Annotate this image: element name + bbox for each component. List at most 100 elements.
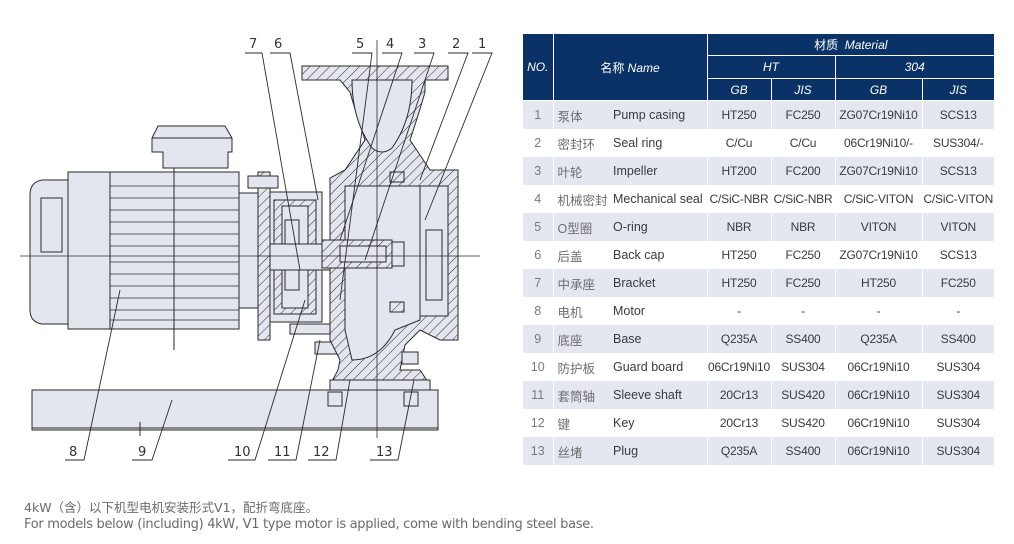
- part-name-cn: 叶轮: [553, 157, 613, 185]
- ht-jis-material: C/Cu: [771, 129, 836, 157]
- ss304-gb-material: 06Cr19Ni10: [835, 381, 923, 409]
- part-name-cn: 键: [553, 409, 613, 437]
- callout-9: 9: [138, 445, 146, 460]
- ss304-gb-material: ZG07Cr19Ni10: [835, 241, 923, 269]
- part-name-cn: 电机: [553, 297, 613, 325]
- ht-gb-material: -: [707, 297, 772, 325]
- motor: [29, 125, 260, 350]
- part-name-en: Seal ring: [613, 129, 708, 157]
- ht-jis-material: -: [771, 297, 836, 325]
- row-number: 3: [523, 157, 554, 185]
- header-304-gb: GB: [835, 78, 923, 101]
- header-name-en: Name: [627, 60, 660, 75]
- header-ht-gb: GB: [707, 78, 772, 101]
- ss304-gb-material: C/SiC-VITON: [835, 185, 923, 213]
- part-name-cn: O型圈: [553, 213, 613, 241]
- ht-gb-material: HT200: [707, 157, 772, 185]
- callout-8: 8: [69, 445, 77, 460]
- callout-12: 12: [313, 445, 330, 460]
- ht-jis-material: SUS420: [771, 409, 836, 437]
- part-name-cn: 防护板: [553, 353, 613, 381]
- ht-gb-material: NBR: [707, 213, 772, 241]
- ss304-gb-material: Q235A: [835, 325, 923, 353]
- part-name-en: Impeller: [613, 157, 708, 185]
- header-material-cn: 材质: [814, 38, 839, 52]
- part-name-en: O-ring: [613, 213, 708, 241]
- header-no: NO.: [523, 34, 554, 101]
- part-name-cn: 密封环: [553, 129, 613, 157]
- part-name-en: Pump casing: [613, 100, 708, 129]
- callout-10: 10: [234, 445, 251, 460]
- ht-jis-material: FC250: [771, 269, 836, 297]
- part-name-cn: 中承座: [553, 269, 613, 297]
- callout-2: 2: [452, 37, 460, 52]
- note-chinese: 4kW（含）以下机型电机安装形式V1，配折弯底座。: [24, 500, 319, 515]
- ss304-jis-material: SCS13: [922, 241, 994, 269]
- ss304-jis-material: SUS304: [922, 353, 994, 381]
- ss304-gb-material: 06Cr19Ni10: [835, 437, 923, 465]
- part-name-en: Plug: [613, 437, 708, 465]
- ht-gb-material: Q235A: [707, 437, 772, 465]
- ht-gb-material: C/SiC-NBR: [707, 185, 772, 213]
- callout-11: 11: [274, 445, 291, 460]
- row-number: 9: [523, 325, 554, 353]
- ht-jis-material: FC250: [771, 241, 836, 269]
- pump-cross-section-drawing: 7 6 5 4 3 2 1 8 9 10 11 12 13: [20, 37, 493, 461]
- ht-jis-material: SS400: [771, 325, 836, 353]
- ht-gb-material: HT250: [707, 100, 772, 129]
- part-name-en: Back cap: [613, 241, 708, 269]
- row-number: 10: [523, 353, 554, 381]
- callout-3: 3: [418, 37, 426, 52]
- row-number: 6: [523, 241, 554, 269]
- note-english: For models below (including) 4kW, V1 typ…: [24, 517, 594, 532]
- callout-13: 13: [376, 445, 393, 460]
- header-material-en: Material: [844, 38, 888, 52]
- part-name-en: Base: [613, 325, 708, 353]
- row-number: 2: [523, 129, 554, 157]
- ss304-jis-material: SCS13: [922, 100, 994, 129]
- header-name-cn: 名称: [600, 60, 625, 75]
- row-number: 11: [523, 381, 554, 409]
- part-name-en: Motor: [613, 297, 708, 325]
- part-name-cn: 机械密封: [553, 185, 613, 213]
- header-ht-jis: JIS: [771, 78, 836, 101]
- part-name-cn: 丝堵: [553, 437, 613, 465]
- ss304-gb-material: 06Cr19Ni10: [835, 409, 923, 437]
- row-number: 7: [523, 269, 554, 297]
- callout-4: 4: [386, 37, 394, 52]
- row-number: 8: [523, 297, 554, 325]
- row-number: 1: [523, 100, 554, 129]
- ss304-gb-material: 06Cr19Ni10/-: [835, 129, 923, 157]
- ht-jis-material: SUS304: [771, 353, 836, 381]
- ss304-jis-material: SUS304/-: [922, 129, 994, 157]
- part-name-cn: 泵体: [553, 100, 613, 129]
- ss304-jis-material: SUS304: [922, 381, 994, 409]
- bracket: [247, 171, 350, 355]
- part-name-cn: 套筒轴: [553, 381, 613, 409]
- ht-gb-material: 06Cr19Ni10: [707, 353, 772, 381]
- part-name-en: Key: [613, 409, 708, 437]
- ht-jis-material: FC250: [771, 100, 836, 129]
- row-number: 13: [523, 437, 554, 465]
- ht-jis-material: FC200: [771, 157, 836, 185]
- ss304-gb-material: ZG07Cr19Ni10: [835, 157, 923, 185]
- ss304-jis-material: -: [922, 297, 994, 325]
- callout-1: 1: [478, 37, 486, 52]
- part-name-en: Mechanical seal: [613, 185, 708, 213]
- ss304-jis-material: SS400: [922, 325, 994, 353]
- part-name-en: Sleeve shaft: [613, 381, 708, 409]
- header-304-jis: JIS: [922, 78, 994, 101]
- header-group-304: 304: [835, 55, 994, 79]
- part-name-en: Guard board: [613, 353, 708, 381]
- header-material: 材质 Material: [707, 34, 994, 56]
